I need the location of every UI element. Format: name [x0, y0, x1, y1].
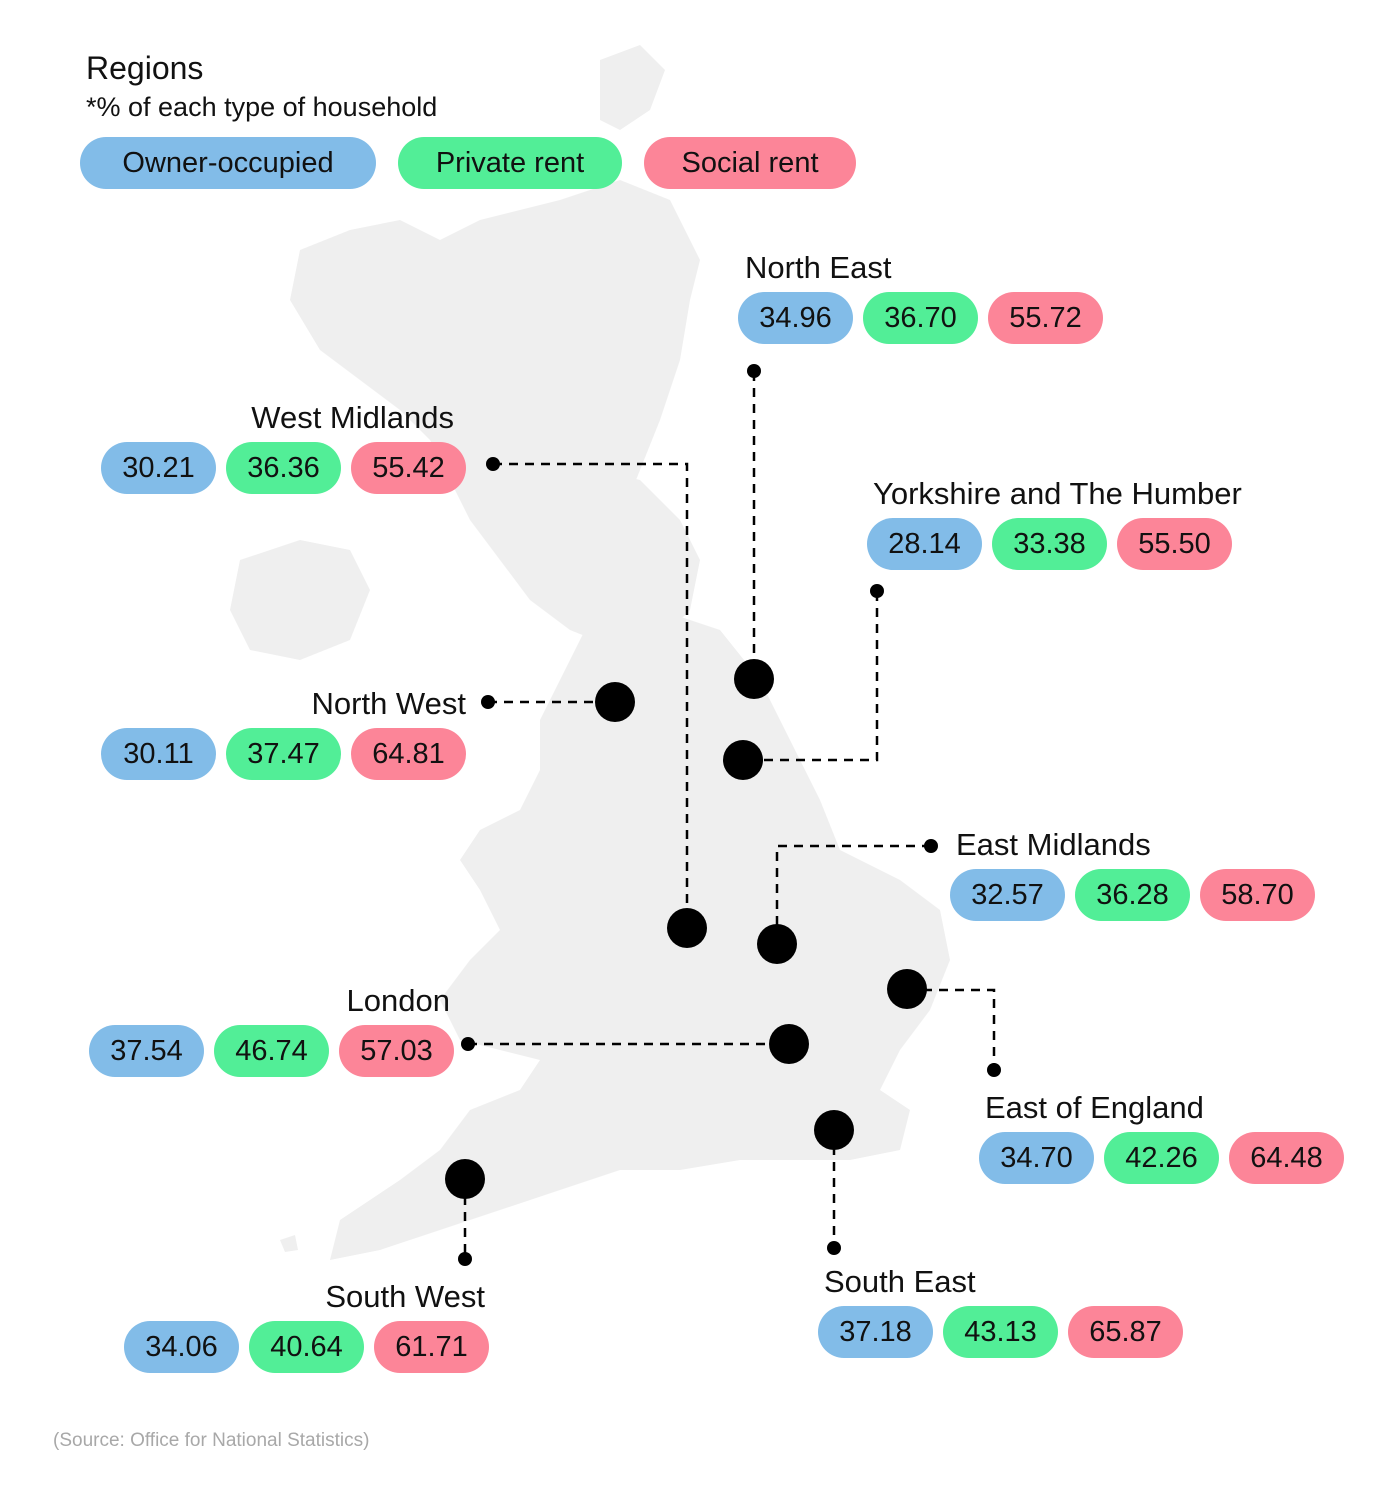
social-rent-value: 64.81 — [351, 728, 466, 780]
marker-east-midlands — [757, 924, 797, 964]
region-name: North West — [311, 686, 466, 721]
marker-south-west — [445, 1159, 485, 1199]
marker-east-of-england — [887, 969, 927, 1009]
region-name: West Midlands — [251, 400, 454, 435]
region-name: South West — [325, 1279, 485, 1314]
region-name: London — [346, 983, 450, 1018]
legend-owner-occupied: Owner-occupied — [80, 137, 376, 189]
owner-occupied-value: 32.57 — [950, 869, 1065, 921]
region-name: South East — [824, 1264, 976, 1299]
marker-yorkshire — [723, 740, 763, 780]
owner-occupied-value: 34.96 — [738, 292, 853, 344]
social-rent-value: 57.03 — [339, 1025, 454, 1077]
region-yorkshire-and-the-humber: Yorkshire and The Humber 28.14 33.38 55.… — [867, 476, 1242, 570]
private-rent-value: 46.74 — [214, 1025, 329, 1077]
marker-north-east — [734, 659, 774, 699]
private-rent-value: 36.70 — [863, 292, 978, 344]
owner-occupied-value: 28.14 — [867, 518, 982, 570]
owner-occupied-value: 34.06 — [124, 1321, 239, 1373]
social-rent-value: 55.50 — [1117, 518, 1232, 570]
social-rent-value: 61.71 — [374, 1321, 489, 1373]
owner-occupied-value: 34.70 — [979, 1132, 1094, 1184]
private-rent-value: 33.38 — [992, 518, 1107, 570]
region-name: East Midlands — [956, 827, 1151, 862]
source-note: (Source: Office for National Statistics) — [53, 1430, 370, 1451]
marker-north-west — [595, 682, 635, 722]
private-rent-value: 40.64 — [249, 1321, 364, 1373]
social-rent-value: 65.87 — [1068, 1306, 1183, 1358]
endpoint-dots — [458, 364, 1001, 1266]
social-rent-value: 58.70 — [1200, 869, 1315, 921]
private-rent-value: 42.26 — [1104, 1132, 1219, 1184]
region-east-of-england: East of England 34.70 42.26 64.48 — [979, 1090, 1344, 1184]
legend: Owner-occupied Private rent Social rent — [80, 137, 856, 189]
marker-london — [769, 1024, 809, 1064]
region-south-east: South East 37.18 43.13 65.87 — [818, 1264, 1183, 1358]
region-name: North East — [745, 250, 892, 285]
social-rent-value: 55.72 — [988, 292, 1103, 344]
region-south-west: South West 34.06 40.64 61.71 — [124, 1279, 489, 1373]
private-rent-value: 43.13 — [943, 1306, 1058, 1358]
region-west-midlands: West Midlands 30.21 36.36 55.42 — [101, 400, 466, 494]
region-north-east: North East 34.96 36.70 55.72 — [738, 250, 1103, 344]
private-rent-value: 36.36 — [226, 442, 341, 494]
marker-west-midlands — [667, 908, 707, 948]
owner-occupied-value: 37.54 — [89, 1025, 204, 1077]
region-london: London 37.54 46.74 57.03 — [89, 983, 454, 1077]
social-rent-value: 64.48 — [1229, 1132, 1344, 1184]
social-rent-value: 55.42 — [351, 442, 466, 494]
region-north-west: North West 30.11 37.47 64.81 — [101, 686, 466, 780]
marker-south-east — [814, 1110, 854, 1150]
uk-silhouette — [230, 45, 950, 1260]
chart-subtitle: *% of each type of household — [86, 92, 438, 122]
owner-occupied-value: 30.11 — [101, 728, 216, 780]
region-name: Yorkshire and The Humber — [873, 476, 1242, 511]
location-markers — [445, 659, 927, 1199]
owner-occupied-value: 30.21 — [101, 442, 216, 494]
legend-private-rent: Private rent — [398, 137, 622, 189]
legend-social-rent: Social rent — [644, 137, 856, 189]
chart-title: Regions — [86, 50, 204, 86]
region-name: East of England — [985, 1090, 1204, 1125]
private-rent-value: 37.47 — [226, 728, 341, 780]
owner-occupied-value: 37.18 — [818, 1306, 933, 1358]
private-rent-value: 36.28 — [1075, 869, 1190, 921]
region-east-midlands: East Midlands 32.57 36.28 58.70 — [950, 827, 1315, 921]
